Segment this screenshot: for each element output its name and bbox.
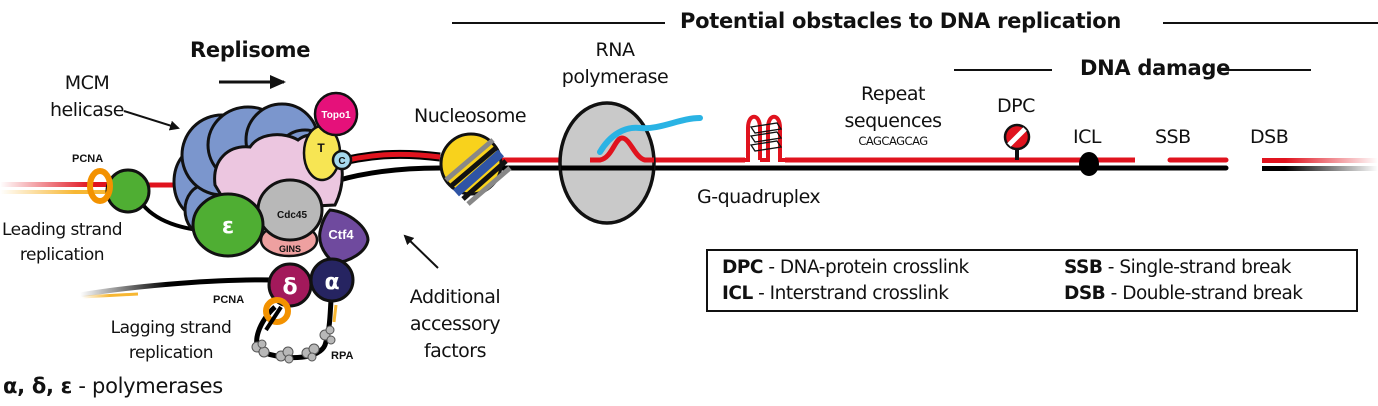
replisome: T C Topo1 GINS Cdc45 Ctf4 ε δ α bbox=[87, 91, 370, 364]
repeat-seq: CAGCAGCAG bbox=[858, 134, 928, 148]
legend-desc: - Single-strand break bbox=[1102, 257, 1292, 278]
dsb-black-fade bbox=[1262, 166, 1378, 171]
csm3-label: C bbox=[338, 156, 345, 167]
legend-item-dpc: DPC - DNA-protein crosslink bbox=[722, 257, 969, 278]
pol-delta-label: δ bbox=[282, 275, 297, 300]
nucleosome bbox=[439, 132, 512, 206]
lagging-okazaki-fragment bbox=[81, 292, 139, 299]
dpc-label: DPC bbox=[997, 95, 1035, 117]
pcna-leading-label: PCNA bbox=[72, 153, 104, 165]
legend-item-dsb: DSB - Double-strand break bbox=[1064, 283, 1303, 304]
legend-desc: - Double-strand break bbox=[1105, 283, 1303, 304]
pol-epsilon bbox=[191, 192, 265, 258]
leading-strand-new bbox=[0, 190, 125, 194]
dpc-lesion bbox=[1003, 123, 1031, 160]
pol-epsilon-label: ε bbox=[222, 214, 234, 239]
mcm-label-line2: helicase bbox=[50, 99, 124, 121]
rpa-proteins bbox=[251, 325, 336, 364]
legend-item-icl: ICL - Interstrand crosslink bbox=[722, 283, 949, 304]
csm3-protein bbox=[331, 149, 353, 171]
legend-item-ssb: SSB - Single-strand break bbox=[1064, 257, 1291, 278]
lagging-strand-line2: replication bbox=[128, 343, 214, 363]
pcna-leading-ring bbox=[87, 168, 113, 204]
leading-polymerase bbox=[105, 168, 151, 214]
g-quartet-stack bbox=[749, 122, 783, 152]
lagging-strand-line1: Lagging strand bbox=[110, 318, 232, 338]
rna-transcript bbox=[597, 115, 703, 155]
abbreviation-legend: DPC - DNA-protein crosslink ICL - Inters… bbox=[706, 249, 1358, 312]
icl-lesion bbox=[1079, 152, 1099, 176]
rna-pol-line1: RNA bbox=[595, 39, 635, 61]
mcm-label: MCM helicase bbox=[42, 70, 132, 124]
pol-alpha bbox=[309, 257, 355, 303]
accessory-line3: factors bbox=[423, 340, 487, 362]
ctf4-label: Ctf4 bbox=[328, 227, 354, 242]
accessory-line2: accessory bbox=[409, 313, 501, 335]
accessory-pointer-arrow bbox=[403, 234, 439, 269]
mcm-pointer-arrow bbox=[123, 110, 180, 131]
lagging-loop bbox=[254, 299, 334, 361]
leading-strand-line1: Leading strand bbox=[1, 220, 123, 240]
accessory-factors-label: Additional accessory factors bbox=[400, 284, 510, 365]
lagging-strand-through-pcna bbox=[264, 305, 283, 332]
mcm-label-line1: MCM bbox=[64, 72, 110, 94]
leading-strand-label: Leading strand replication bbox=[0, 218, 128, 268]
rpa-label: RPA bbox=[331, 350, 354, 362]
legend-desc: - Interstrand crosslink bbox=[752, 283, 949, 304]
pcna-lagging-label: PCNA bbox=[213, 294, 245, 306]
cdc45-label: Cdc45 bbox=[277, 210, 307, 221]
legend-abbr: SSB bbox=[1064, 257, 1103, 278]
lagging-strand-template bbox=[79, 277, 276, 298]
leading-strand-template bbox=[0, 182, 130, 187]
repeat-line1: Repeat bbox=[861, 83, 925, 105]
accessory-line1: Additional bbox=[409, 286, 501, 308]
legend-abbr: ICL bbox=[722, 283, 753, 304]
ssb-label: SSB bbox=[1155, 126, 1191, 148]
polymerase-note-text: - polymerases bbox=[72, 374, 223, 398]
pcna-lagging-ring bbox=[263, 297, 291, 325]
legend-desc: - DNA-protein crosslink bbox=[763, 257, 969, 278]
lagging-strand-label: Lagging strand replication bbox=[105, 316, 237, 366]
repeat-sequences-label: Repeat sequences CAGCAGCAG bbox=[833, 81, 953, 147]
dsb-red-fade bbox=[1262, 158, 1378, 163]
legend-abbr: DPC bbox=[722, 257, 764, 278]
primer-alpha bbox=[332, 304, 338, 323]
gins-label: GINS bbox=[279, 244, 301, 254]
rna-polymerase bbox=[558, 101, 703, 225]
diagram-title: Potential obstacles to DNA replication bbox=[680, 9, 1122, 33]
polymerase-symbols: α, δ, ε bbox=[3, 374, 73, 398]
nucleosome-label: Nucleosome bbox=[414, 105, 527, 127]
leading-strand-line2: replication bbox=[19, 245, 105, 265]
dsb-label: DSB bbox=[1250, 126, 1289, 148]
rna-pol-line2: polymerase bbox=[561, 66, 669, 88]
dna-damage-heading: DNA damage bbox=[1080, 56, 1231, 80]
tof1-label: T bbox=[317, 141, 325, 155]
icl-label: ICL bbox=[1073, 126, 1101, 148]
topo1-label: Topo1 bbox=[321, 110, 351, 121]
repeat-line2: sequences bbox=[844, 110, 942, 132]
pol-alpha-label: α bbox=[324, 270, 339, 295]
g-quadruplex-label: G-quadruplex bbox=[697, 186, 821, 208]
rna-polymerase-label: RNA polymerase bbox=[550, 37, 680, 91]
replisome-title: Replisome bbox=[190, 38, 311, 62]
topo1-protein bbox=[313, 91, 359, 137]
legend-abbr: DSB bbox=[1064, 283, 1106, 304]
polymerase-note: α, δ, ε - polymerases bbox=[3, 374, 223, 398]
